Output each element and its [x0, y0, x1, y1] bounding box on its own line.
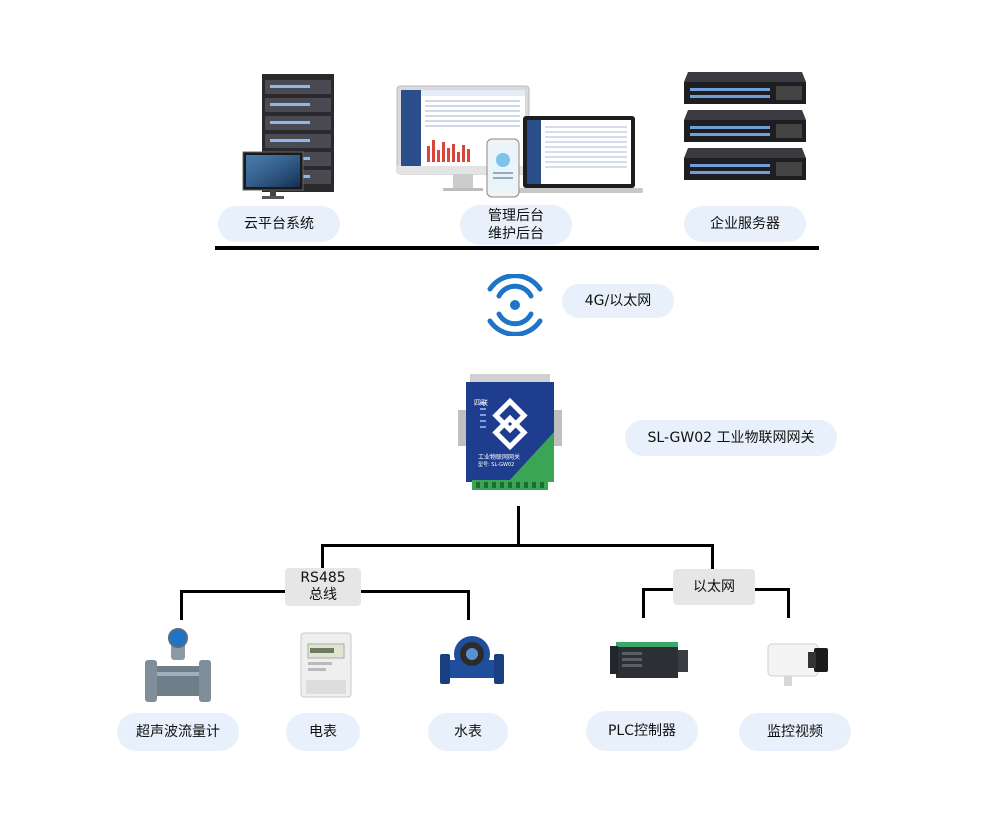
- branch-horizontal-line: [321, 544, 714, 547]
- gateway-device-image: 四联 工业物联网网关 型号: SL-GW02: [458, 372, 562, 492]
- rs485-bus-text-line2: 总线: [309, 587, 337, 603]
- camera-label: 监控视频: [739, 713, 851, 751]
- electric-meter-image: [300, 632, 352, 698]
- flowmeter-label: 超声波流量计: [117, 713, 239, 751]
- cloud-platform-label: 云平台系统: [218, 206, 340, 242]
- gateway-device-title: 工业物联网网关: [478, 454, 521, 461]
- electric-meter-text: 电表: [309, 724, 337, 740]
- camera-text: 监控视频: [767, 724, 823, 740]
- management-text-line2: 维护后台: [488, 226, 544, 242]
- management-screens-image: [395, 84, 645, 199]
- rs485-drop-right: [467, 590, 470, 620]
- enterprise-server-label: 企业服务器: [684, 206, 806, 242]
- electric-meter-label: 电表: [286, 713, 360, 751]
- cloud-platform-text: 云平台系统: [244, 216, 314, 232]
- gateway-brand-text: 四联: [474, 399, 488, 407]
- enterprise-server-image: [680, 70, 810, 195]
- rs485-bus-label: RS485 总线: [285, 568, 361, 606]
- branch-left-drop: [321, 544, 324, 572]
- flowmeter-text: 超声波流量计: [136, 724, 220, 740]
- branch-right-drop: [711, 544, 714, 570]
- plc-text: PLC控制器: [607, 723, 677, 739]
- top-bus-line: [215, 246, 819, 250]
- ethernet-drop-left: [642, 588, 645, 618]
- rs485-bus-text-line1: RS485: [300, 570, 346, 586]
- water-meter-label: 水表: [428, 713, 508, 751]
- wireless-signal-icon: [485, 274, 545, 336]
- water-meter-image: [440, 630, 504, 694]
- rs485-drop-left: [180, 590, 183, 620]
- cloud-platform-image: [240, 72, 340, 202]
- management-label: 管理后台 维护后台: [460, 205, 572, 245]
- ethernet-bus-text: 以太网: [693, 578, 735, 595]
- plc-label: PLC控制器: [586, 711, 698, 751]
- gateway-label: SL-GW02 工业物联网网关: [625, 420, 837, 456]
- network-text: 4G/以太网: [584, 293, 652, 309]
- gateway-device-model: 型号: SL-GW02: [478, 462, 515, 468]
- enterprise-server-text: 企业服务器: [710, 216, 780, 232]
- management-text-line1: 管理后台: [488, 208, 544, 224]
- gateway-down-line: [517, 506, 520, 546]
- ethernet-drop-right: [787, 588, 790, 618]
- water-meter-text: 水表: [454, 724, 482, 740]
- flowmeter-image: [143, 626, 213, 708]
- ethernet-bus-label: 以太网: [673, 569, 755, 605]
- network-label: 4G/以太网: [562, 284, 674, 318]
- gateway-label-text: SL-GW02 工业物联网网关: [647, 430, 815, 446]
- camera-image: [764, 636, 830, 688]
- plc-controller-image: [610, 636, 690, 682]
